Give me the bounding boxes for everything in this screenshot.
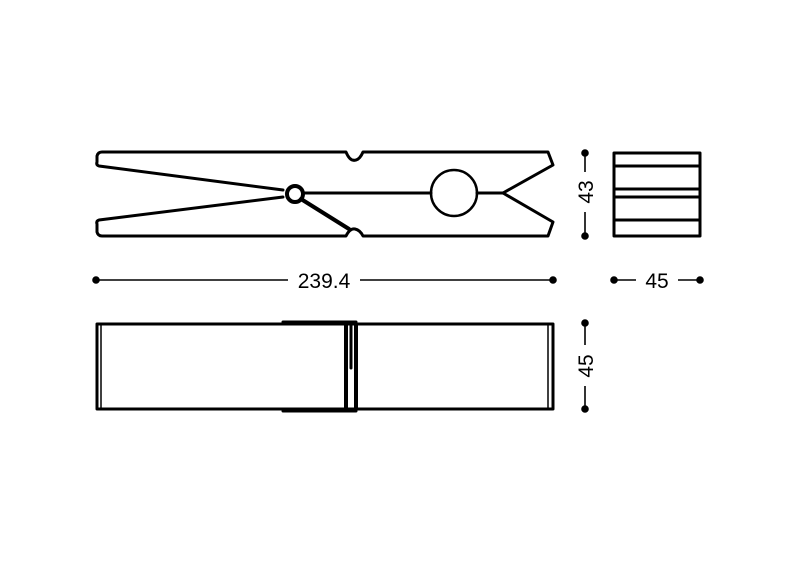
top-width-label: 45 [575, 354, 598, 377]
clothespin-top-view [95, 320, 555, 413]
clothespin-side-view [95, 150, 555, 238]
dimension-end-width [610, 276, 704, 284]
dimension-length [92, 276, 557, 284]
end-width-label: 45 [645, 270, 668, 293]
lower-jaw-outline [95, 191, 555, 238]
length-label: 239.4 [298, 270, 351, 293]
upper-jaw-outline [95, 150, 555, 195]
spring-arm [299, 197, 351, 231]
side-height-label: 43 [575, 180, 598, 203]
clothespin-end-view [612, 151, 702, 238]
dimension-top-width [581, 319, 589, 413]
dimension-side-height [581, 149, 589, 240]
grip-hole [429, 168, 479, 218]
